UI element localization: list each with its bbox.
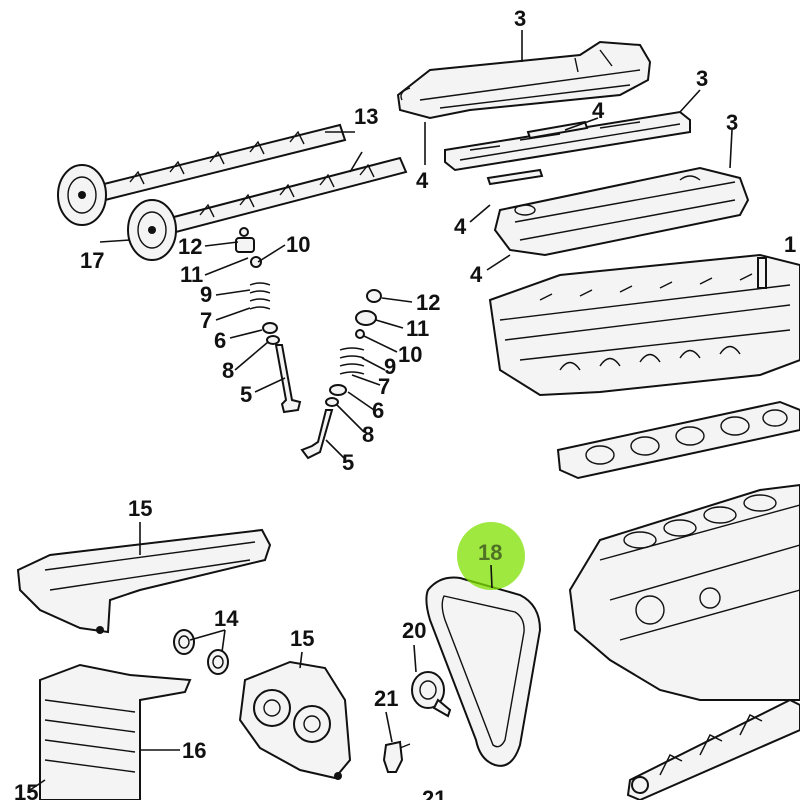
valve-cover-lower[interactable] (493, 166, 750, 257)
callout-14: 14 (214, 606, 239, 631)
cam-sprocket-lower[interactable] (127, 199, 177, 261)
callout-5: 5 (240, 382, 252, 407)
timing-cover-upper[interactable] (16, 528, 272, 634)
leader-lines (29, 30, 733, 791)
callout-3: 3 (514, 6, 526, 31)
timing-belt[interactable] (425, 576, 542, 767)
valve-train-right[interactable] (300, 289, 382, 460)
callout-4: 4 (470, 262, 483, 287)
callout-11: 11 (180, 262, 203, 287)
cam-sprocket-upper[interactable] (57, 164, 107, 226)
valve-cover-top[interactable] (396, 40, 652, 120)
callout-8: 8 (222, 358, 234, 383)
engine-block[interactable] (568, 483, 800, 701)
lower-cover[interactable] (39, 663, 192, 800)
highlight-marker[interactable] (457, 522, 525, 590)
cylinder-head[interactable] (488, 253, 800, 397)
callout-5: 5 (342, 450, 354, 475)
callout-18: 18 (478, 540, 502, 565)
callout-15: 15 (290, 626, 314, 651)
callout-11: 11 (406, 316, 429, 341)
callout-10: 10 (286, 232, 310, 257)
seal-a[interactable] (173, 629, 195, 655)
callout-1: 1 (784, 232, 796, 257)
seal-b[interactable] (207, 649, 229, 675)
crankshaft[interactable] (626, 698, 800, 800)
callout-3: 3 (726, 110, 738, 135)
callout-15: 15 (128, 496, 152, 521)
callout-3: 3 (696, 66, 708, 91)
callout-labels: 3 3 3 4 4 4 4 13 17 12 10 11 9 7 6 8 5 1… (14, 6, 796, 800)
callout-9: 9 (200, 282, 212, 307)
callout-12: 12 (416, 290, 440, 315)
head-gasket[interactable] (556, 400, 800, 480)
callout-9: 9 (384, 354, 396, 379)
callout-8: 8 (362, 422, 374, 447)
callout-13: 13 (354, 104, 378, 129)
tensioner-pulley[interactable] (411, 671, 452, 718)
callout-16: 16 (182, 738, 206, 763)
callout-20: 20 (402, 618, 426, 643)
callout-21: 21 (422, 786, 446, 800)
callout-7: 7 (378, 374, 390, 399)
callout-21: 21 (374, 686, 398, 711)
timing-cover-rear[interactable] (238, 660, 352, 780)
valve-train-left[interactable] (235, 227, 302, 414)
callout-4: 4 (454, 214, 467, 239)
callout-17: 17 (80, 248, 104, 273)
sensor-part[interactable] (382, 740, 411, 773)
callout-10: 10 (398, 342, 422, 367)
valve-cover-gasket-strip[interactable] (444, 110, 691, 172)
callout-6: 6 (372, 398, 384, 423)
callout-12: 12 (178, 234, 202, 259)
callout-7: 7 (200, 308, 212, 333)
callout-15: 15 (14, 780, 38, 800)
callout-4: 4 (592, 98, 605, 123)
gasket-pieces[interactable] (486, 120, 589, 186)
callout-4: 4 (416, 168, 429, 193)
callout-6: 6 (214, 328, 226, 353)
